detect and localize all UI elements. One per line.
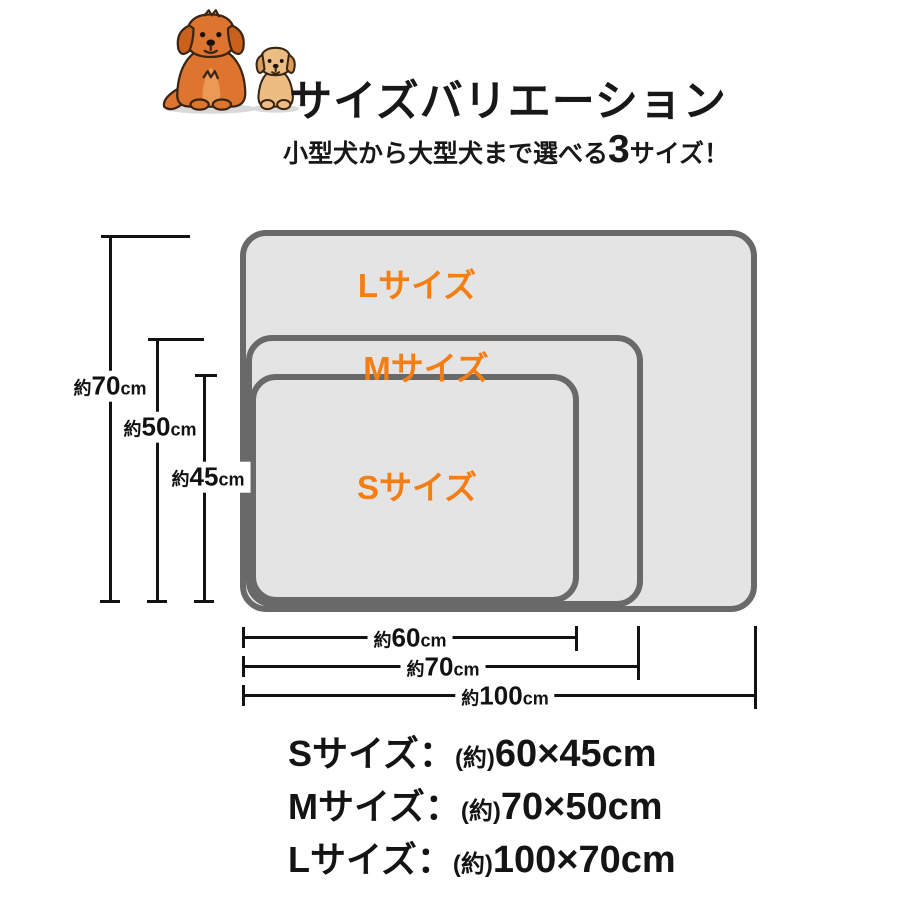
dim-value: 45	[189, 461, 219, 492]
dimension-left-tick	[242, 627, 245, 648]
puppy-icon	[255, 46, 296, 111]
page-title: サイズバリエーション	[289, 77, 727, 126]
size-list-item-l: Lサイズ：(約)100×70cm	[288, 836, 676, 889]
dimension-label: 約100cm	[455, 680, 555, 712]
dim-value: 50	[141, 411, 171, 442]
size-dimensions: 60×45cm	[494, 733, 657, 775]
dim-prefix: 約	[406, 659, 425, 680]
size-dimensions: 70×50cm	[500, 786, 663, 828]
size-name: Mサイズ：	[288, 786, 461, 827]
dimension-label: 約60cm	[367, 622, 453, 654]
dim-prefix: 約	[461, 688, 480, 709]
subtitle-suffix: サイズ！	[629, 140, 729, 168]
size-approx: (約)	[452, 851, 493, 878]
dimension-bottom-tick	[100, 600, 120, 603]
size-name: Sサイズ：	[288, 733, 455, 774]
size-rect-m-label: Mサイズ	[363, 350, 489, 387]
dimension-top-cap	[195, 374, 217, 377]
dimension-top-cap	[148, 338, 204, 341]
size-approx: (約)	[454, 745, 495, 772]
dimension-label: 約70cm	[67, 370, 153, 402]
size-approx: (約)	[460, 798, 501, 825]
adult-dog-icon	[162, 9, 247, 111]
dimension-bottom-tick	[194, 600, 214, 603]
dim-unit: cm	[120, 378, 147, 399]
dimension-label: 約50cm	[117, 411, 203, 443]
dimension-label: 約45cm	[165, 461, 251, 493]
dim-prefix: 約	[171, 469, 190, 490]
size-list-item-s: Sサイズ：(約)60×45cm	[288, 730, 676, 783]
dimension-left-tick	[242, 656, 245, 677]
size-list-item-m: Mサイズ：(約)70×50cm	[288, 783, 676, 836]
dim-unit: cm	[218, 469, 245, 490]
dim-unit: cm	[522, 688, 549, 709]
size-rect-s	[250, 374, 579, 603]
size-name: Lサイズ：	[288, 839, 453, 880]
adult-dog-and-puppy-icon	[162, 9, 299, 114]
dimension-right-tick	[754, 626, 757, 709]
dim-unit: cm	[170, 419, 197, 440]
dim-value: 70	[91, 370, 121, 401]
subtitle-number: 3	[608, 128, 630, 171]
dim-value: 60	[391, 622, 421, 653]
dim-value: 100	[479, 680, 523, 711]
size-dimensions: 100×70cm	[492, 839, 676, 881]
dimension-right-tick	[575, 626, 578, 651]
dimension-left-tick	[242, 685, 245, 706]
dimension-label: 約70cm	[400, 651, 486, 683]
dimension-line	[156, 338, 159, 603]
dim-value: 70	[424, 651, 454, 682]
dimension-right-tick	[637, 626, 640, 680]
dim-unit: cm	[420, 630, 447, 651]
dimension-bottom-tick	[147, 600, 167, 603]
size-rect-s-label: Sサイズ	[356, 469, 478, 506]
subtitle-prefix: 小型犬から大型犬まで選べる	[283, 140, 609, 168]
dimension-line	[109, 235, 112, 603]
size-list: Sサイズ：(約)60×45cm Mサイズ：(約)70×50cm Lサイズ：(約)…	[288, 730, 676, 889]
dim-prefix: 約	[373, 630, 392, 651]
subtitle: 小型犬から大型犬まで選べる3サイズ！	[283, 128, 729, 172]
dim-unit: cm	[453, 659, 480, 680]
dimension-top-cap	[101, 235, 190, 238]
dim-prefix: 約	[123, 419, 142, 440]
size-rect-l-label: Lサイズ	[357, 267, 477, 304]
dim-prefix: 約	[73, 378, 92, 399]
